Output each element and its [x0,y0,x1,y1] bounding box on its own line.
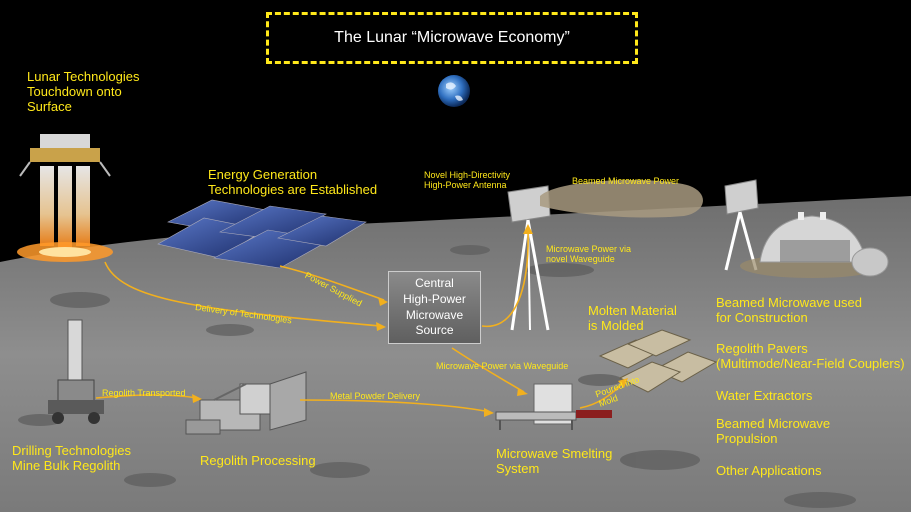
label-energy-generation: Energy Generation Technologies are Estab… [208,167,378,197]
label-smelting: Microwave Smelting System [496,446,613,476]
molds-icon [598,329,718,393]
arrow-regolith-transported [95,394,199,399]
smelting-system-icon [495,383,612,430]
lunar-surface [0,196,911,512]
label-beamed-power: Beamed Microwave Power [572,176,680,186]
antenna-icon [507,185,551,331]
diagram-title: The Lunar “Microwave Economy” [266,12,638,64]
central-microwave-source: Central High-Power Microwave Source [388,271,481,344]
processing-plant-icon [185,371,307,435]
earth-icon [438,75,470,107]
lander-icon [17,134,113,262]
label-metal-powder: Metal Powder Delivery [330,391,421,401]
label-waveguide-power: Microwave Power via novel Waveguide [546,244,632,265]
application-propulsion: Beamed Microwave Propulsion [716,416,831,446]
arrow-delivery-technologies [104,261,381,327]
label-drilling: Drilling Technologies Mine Bulk Regolith [12,443,131,473]
label-antenna: Novel High-Directivity High-Power Antenn… [424,170,511,191]
arrow-poured-into-mold [579,381,625,409]
arrow-waveguide-to-antenna [481,227,529,328]
solar-panels-icon [157,199,367,269]
label-lunar-technologies: Lunar Technologies Touchdown onto Surfac… [27,69,140,114]
label-regolith-transported: Regolith Transported [102,388,186,398]
application-regolith-pavers: Regolith Pavers (Multimode/Near-Field Co… [716,341,905,371]
microwave-beam [540,180,703,218]
application-construction: Beamed Microwave used for Construction [716,295,862,325]
label-mw-waveguide: Microwave Power via Waveguide [436,361,569,371]
habitat-icon [740,212,889,278]
application-other: Other Applications [716,463,822,478]
label-regolith-processing: Regolith Processing [200,453,316,468]
label-molten-material: Molten Material is Molded [588,303,677,333]
drill-rig-icon [48,319,104,424]
craters [18,245,856,508]
arrow-power-supplied [279,265,385,301]
application-water-extractors: Water Extractors [716,388,813,403]
arrow-metal-powder [299,399,491,413]
arrow-source-to-smelter [451,347,525,393]
